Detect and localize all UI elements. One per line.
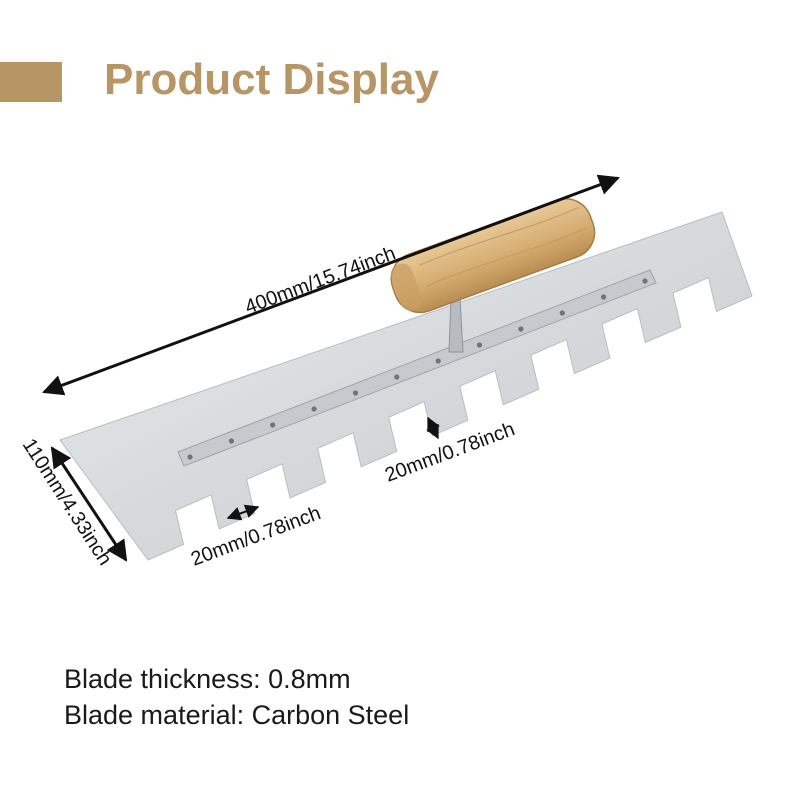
rail-hole [435, 358, 441, 364]
blade-material-spec: Blade material: Carbon Steel [64, 700, 410, 730]
tooth-width-arrow [226, 504, 260, 521]
tooth-width-label: 20mm/0.78inch [188, 502, 324, 570]
rail-hole [518, 326, 524, 332]
width-arrow [50, 446, 128, 562]
header-accent-bar [0, 62, 62, 102]
rail-hole [642, 278, 648, 284]
length-arrow [42, 174, 620, 396]
rail-hole [187, 454, 193, 460]
rail-hole [311, 406, 317, 412]
blade-thickness-spec: Blade thickness: 0.8mm [64, 664, 351, 694]
rail-hole [270, 422, 276, 428]
rail-hole [559, 310, 565, 316]
rail-hole [601, 294, 607, 300]
rail-hole [394, 374, 400, 380]
rail-hole [228, 438, 234, 444]
rail-hole [352, 390, 359, 396]
length-label: 400mm/15.74inch [242, 242, 399, 318]
page-title: Product Display [104, 55, 439, 104]
handle-shank [448, 297, 464, 353]
rail-hole [476, 342, 483, 348]
tooth-gap-arrow [426, 416, 440, 440]
